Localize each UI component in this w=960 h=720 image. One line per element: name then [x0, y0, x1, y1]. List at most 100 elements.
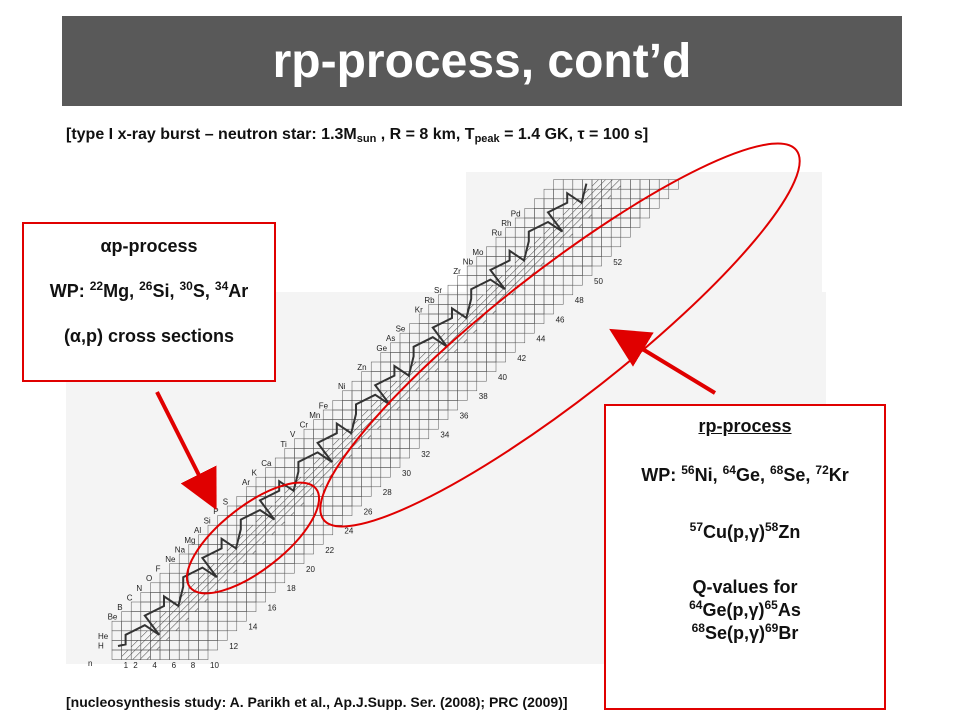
stable-cell — [591, 198, 602, 209]
stable-cell — [572, 217, 583, 228]
stable-cell — [313, 457, 324, 468]
neutron-number-label: 36 — [460, 411, 469, 420]
stable-cell — [140, 630, 151, 641]
slide-title: rp-process, cont’d — [272, 34, 692, 88]
stable-cell — [217, 572, 228, 584]
reaction-mass: 57 — [689, 520, 703, 534]
q2-mass: 68 — [691, 621, 705, 635]
wp-mass: 72 — [815, 463, 829, 477]
element-label: As — [386, 334, 395, 343]
rp-process-box: rp-process WP: 56Ni, 64Ge, 68Se, 72Kr 57… — [604, 404, 886, 710]
stable-cell — [303, 486, 314, 497]
q2-text: Se(p,γ) — [704, 623, 765, 643]
element-label: Si — [204, 517, 211, 526]
neutron-number-label: 46 — [556, 315, 565, 324]
stable-cell — [562, 217, 574, 228]
subtitle: [type I x-ray burst – neutron star: 1.3M… — [66, 126, 648, 145]
q1-product-mass: 65 — [764, 598, 778, 612]
element-label: Zr — [453, 267, 461, 276]
stable-cell — [534, 246, 545, 257]
stable-cell — [591, 188, 602, 200]
element-label: C — [127, 593, 133, 602]
stable-cell — [428, 361, 439, 372]
stable-cell — [246, 544, 257, 555]
element-label: V — [290, 430, 296, 439]
element-label: Al — [194, 526, 201, 535]
neutron-number-label: 10 — [210, 661, 219, 670]
stable-cell — [284, 496, 295, 507]
element-label: Fe — [319, 401, 329, 410]
neutron-number-label: 24 — [344, 527, 353, 536]
rp-qvalue-2: 68Se(p,γ)69Br — [606, 621, 884, 644]
stable-cell — [447, 323, 458, 334]
stable-cell — [178, 611, 190, 622]
stable-cell — [418, 352, 430, 363]
stable-cell — [198, 572, 209, 584]
stable-cell — [399, 390, 410, 401]
element-label: Se — [396, 325, 406, 334]
stable-cell — [332, 448, 343, 459]
wp-mass: 68 — [769, 463, 784, 477]
element-label: Ar — [242, 478, 250, 487]
q1-text: Ge(p,γ) — [702, 600, 765, 620]
stable-cell — [217, 553, 228, 564]
stable-cell — [207, 582, 218, 593]
stable-cell — [198, 582, 209, 593]
q1-product: As — [777, 600, 801, 620]
stable-cell — [409, 380, 420, 392]
neutron-number-label: 14 — [248, 623, 257, 632]
stable-cell — [428, 342, 439, 353]
footer-citation: [nucleosynthesis study: A. Parikh et al.… — [66, 694, 568, 710]
neutron-number-label: 38 — [479, 392, 488, 401]
wp-element: Mg — [103, 281, 130, 301]
stable-cell — [265, 524, 276, 536]
element-label: Zn — [357, 363, 366, 372]
rp-qvalues-label: Q-values for — [692, 577, 798, 597]
subtitle-sub1: sun — [356, 133, 377, 145]
rp-waiting-points: WP: 56Ni, 64Ge, 68Se, 72Kr — [641, 463, 849, 485]
stable-cell — [159, 630, 170, 641]
stable-cell — [572, 208, 583, 219]
neutron-number-label: 42 — [517, 354, 526, 363]
element-label: Pd — [511, 209, 521, 218]
q2-product: Br — [778, 623, 799, 643]
element-label: N — [136, 584, 142, 593]
neutron-number-label: 12 — [229, 642, 238, 651]
stable-cell — [294, 486, 305, 497]
nuclide-cell — [457, 275, 468, 286]
subtitle-part1: [type I x-ray burst – neutron star: 1.3M — [66, 126, 357, 143]
neutron-number-label: 2 — [133, 661, 138, 670]
element-label: Be — [108, 613, 118, 622]
neutron-label: n — [88, 659, 92, 668]
element-label: K — [252, 469, 258, 478]
wp-mass: 64 — [722, 463, 736, 477]
stable-cell — [274, 505, 286, 516]
wp-element: Ni — [694, 465, 713, 485]
element-label: Rb — [424, 296, 435, 305]
title-bar: rp-process, cont’d — [62, 16, 902, 106]
element-label: F — [156, 565, 161, 574]
stable-cell — [159, 611, 170, 622]
stable-cell — [514, 275, 526, 286]
stable-cell — [140, 649, 151, 660]
stable-cell — [361, 409, 372, 420]
element-label: Ti — [280, 440, 287, 449]
stable-cell — [418, 371, 430, 382]
stable-cell — [150, 640, 161, 651]
stable-cell — [274, 496, 286, 507]
wp-mass: 56 — [681, 463, 695, 477]
element-label: Sr — [434, 286, 442, 295]
neutron-number-label: 26 — [364, 507, 373, 516]
neutron-number-label: 40 — [498, 373, 507, 382]
stable-cell — [246, 524, 257, 536]
reaction-product-mass: 58 — [765, 520, 779, 534]
q1-mass: 64 — [689, 598, 703, 612]
stable-cell — [217, 563, 228, 574]
stable-cell — [543, 246, 554, 257]
wp-mass: 34 — [214, 279, 229, 293]
element-label: Na — [175, 545, 186, 554]
neutron-number-label: 6 — [172, 661, 177, 670]
stable-cell — [370, 400, 382, 411]
stable-cell — [169, 611, 180, 622]
element-label: Mn — [309, 411, 320, 420]
